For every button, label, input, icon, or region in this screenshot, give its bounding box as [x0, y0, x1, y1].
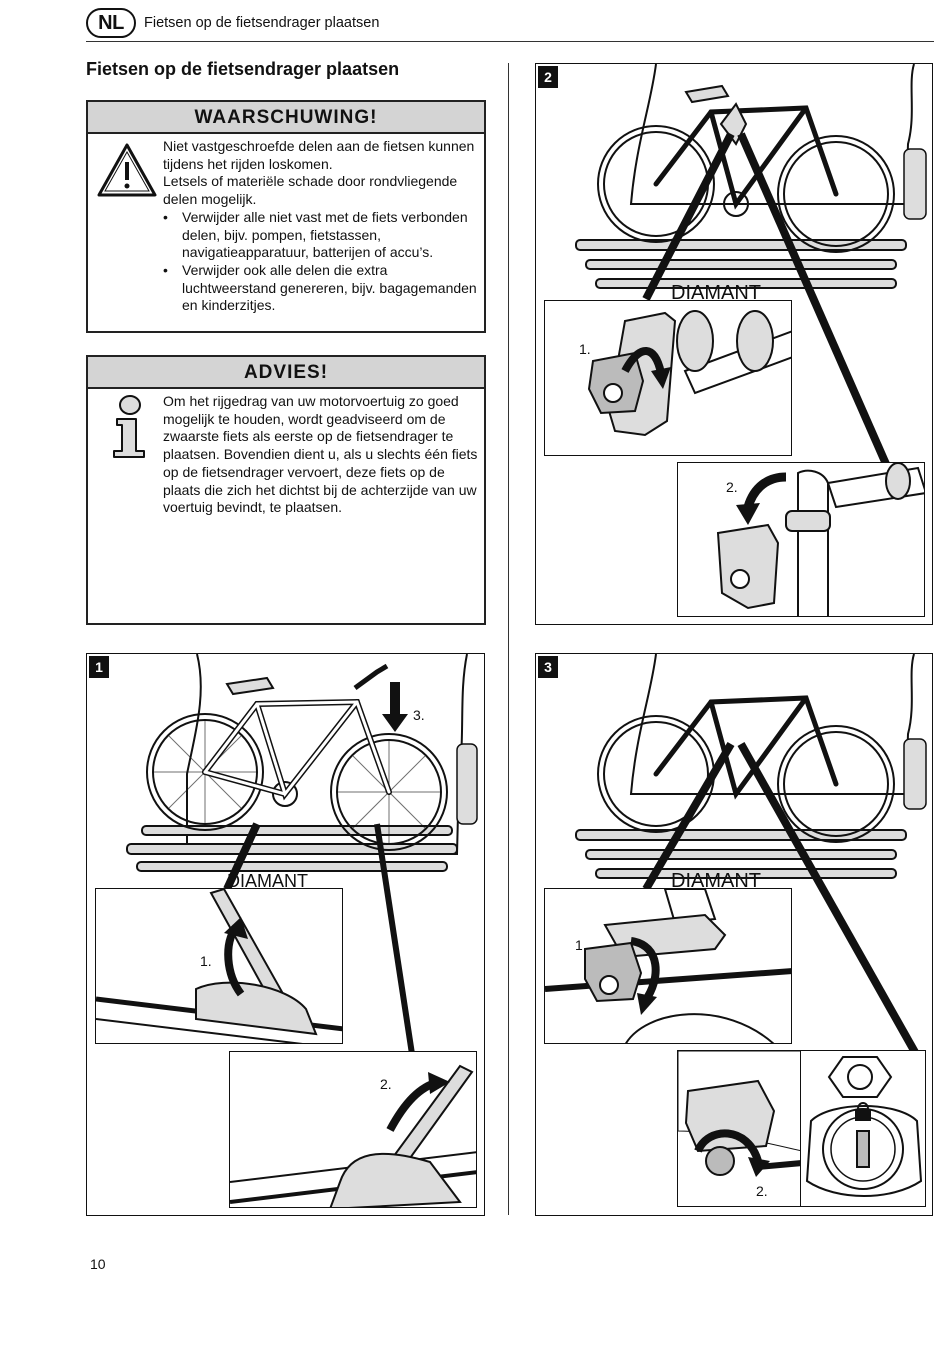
figure-3-inset-1: 1. — [544, 888, 792, 1044]
warning-line: Niet vastgeschroefde delen aan de fietse… — [163, 138, 475, 172]
figure-3-inset-2: B 2. — [677, 1050, 801, 1207]
column-divider — [508, 63, 509, 1215]
bike-on-carrier-illustration: DIAMANT — [126, 654, 478, 1055]
svg-text:DIAMANT: DIAMANT — [227, 871, 308, 891]
figure-1: 1 DIAMANT — [86, 653, 485, 1216]
warning-triangle-icon — [97, 143, 157, 197]
figure-number: 3 — [538, 656, 558, 678]
figure-1-inset-1: 1. — [95, 888, 343, 1044]
brand-label: DIAMANT — [671, 870, 761, 892]
advice-box: ADVIES! Om het rijgedrag van uw motorvoe… — [86, 355, 486, 625]
header-title: Fietsen op de fietsendrager plaatsen — [144, 15, 380, 31]
bike-carrier-closeup-illustration: DIAMANT — [575, 64, 927, 466]
warning-heading: WAARSCHUWING! — [88, 102, 484, 134]
figure-2-inset-1: 1. — [544, 300, 792, 456]
language-badge: NL — [86, 8, 136, 38]
info-icon — [113, 395, 145, 458]
warning-line: Letsels of materiële schade door rondvli… — [163, 173, 458, 208]
figure-number: 2 — [538, 66, 558, 88]
figure-2-inset-2: 2. — [677, 462, 925, 617]
advice-text: Om het rijgedrag van uw motorvoertuig zo… — [163, 393, 478, 516]
step-label: 2. — [756, 1183, 768, 1199]
figure-1-inset-2: 2. — [229, 1051, 477, 1208]
warning-body: Niet vastgeschroefde delen aan de fietse… — [163, 138, 478, 315]
advice-heading: ADVIES! — [88, 357, 484, 389]
brand-label: DIAMANT — [671, 282, 761, 304]
step-label: 3. — [413, 707, 425, 723]
page-header: NL Fietsen op de fietsendrager plaatsen — [86, 6, 934, 42]
step-label: 2. — [726, 479, 738, 495]
figure-2: 2 DIAMANT — [535, 63, 933, 625]
step-label: 1. — [579, 341, 591, 357]
step-label: 1. — [575, 937, 587, 953]
step-label: 1. — [200, 953, 212, 969]
figure-number: 1 — [89, 656, 109, 678]
step-label: 2. — [380, 1076, 392, 1092]
locking-illustration: DIAMANT — [575, 654, 927, 1056]
warning-bullet: Verwijder ook alle delen die extra lucht… — [163, 262, 478, 315]
figure-3: 3 DIAMANT 1. — [535, 653, 933, 1216]
advice-body: Om het rijgedrag van uw motorvoertuig zo… — [163, 393, 478, 517]
section-title: Fietsen op de fietsendrager plaatsen — [86, 59, 400, 79]
warning-box: WAARSCHUWING! Niet vastgeschroefde delen… — [86, 100, 486, 333]
figure-3-lock-detail — [800, 1050, 926, 1207]
warning-bullet: Verwijder alle niet vast met de fiets ve… — [163, 209, 478, 262]
page-number: 10 — [90, 1256, 106, 1272]
warning-list: Verwijder alle niet vast met de fiets ve… — [163, 209, 478, 315]
